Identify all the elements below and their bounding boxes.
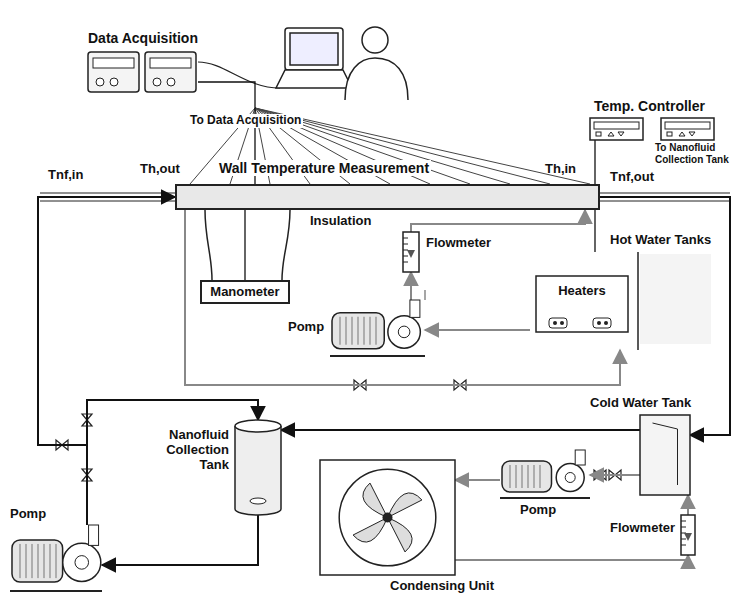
pipe-connector	[590, 474, 640, 476]
annotation-label: To Nanofluid Collection Tank	[655, 142, 749, 165]
component-flow: Flowmeter	[402, 232, 420, 272]
edge-label: To Data Acquisition	[188, 114, 303, 128]
component-label: Data Acquisition	[88, 30, 198, 46]
component-label: Nanofluid Collection Tank	[165, 428, 229, 473]
component-label: Pomp	[288, 320, 324, 335]
component-label: Flowmeter	[610, 521, 675, 536]
annotation-label: Insulation	[310, 214, 371, 229]
annotation-label: Tnf,out	[610, 170, 654, 185]
component-label: Condensing Unit	[390, 579, 494, 594]
shape-outline	[402, 232, 420, 272]
shape-outline	[88, 52, 198, 92]
component-tank2: Hot Water TanksHeaters	[530, 252, 715, 350]
component-cyl: Nanofluid Collection Tank	[235, 420, 281, 515]
component-label: Hot Water Tanks	[610, 233, 711, 248]
shape-outline	[320, 460, 455, 575]
annotation-label: Tnf,in	[48, 168, 83, 183]
component-label: Flowmeter	[426, 236, 491, 251]
component-label: Manometer	[210, 285, 279, 300]
component-rect: Manometer	[200, 280, 290, 304]
shape-outline	[330, 300, 425, 358]
shape-outline	[10, 525, 102, 593]
component-ctrl: Temp. Controller	[590, 118, 720, 140]
pipe-connector	[87, 400, 258, 525]
pipe-connector	[281, 429, 640, 431]
shape-outline	[680, 515, 696, 555]
shape-outline	[500, 450, 590, 500]
pipe-connector	[425, 329, 530, 331]
pipe-connector	[455, 555, 688, 560]
component-label: Heaters	[536, 284, 628, 299]
shape-outline	[235, 420, 281, 515]
annotation-label: Th,in	[545, 162, 576, 177]
component-coil: Cold Water Tank	[640, 415, 690, 495]
pipe-connector	[244, 210, 245, 280]
component-pump: Pomp	[330, 300, 425, 358]
component-dev2: Data Acquisition	[88, 52, 198, 92]
shape-outline	[590, 118, 720, 140]
component-label: Cold Water Tank	[590, 396, 691, 411]
component-rect: Wall Temperature Measurement	[175, 184, 600, 210]
shape-outline	[640, 415, 690, 495]
pipe-connector	[687, 495, 689, 515]
component-flow: Flowmeter	[680, 515, 696, 555]
component-label: Pomp	[10, 507, 46, 522]
component-label: Wall Temperature Measurement	[217, 160, 431, 176]
component-heat: Heaters	[536, 276, 628, 332]
component-pump: Pomp	[10, 525, 102, 593]
pipe-connector	[455, 479, 500, 481]
pipe-connector	[410, 272, 412, 300]
annotation-label: Th,out	[140, 162, 180, 177]
component-fan: Condensing Unit	[320, 460, 455, 575]
pipe-connector	[102, 515, 258, 565]
component-label: Temp. Controller	[594, 98, 705, 114]
component-label: Pomp	[520, 503, 556, 518]
pipe-connector	[38, 197, 175, 525]
pipe-connector	[411, 210, 585, 232]
component-pump: Pomp	[500, 450, 590, 500]
